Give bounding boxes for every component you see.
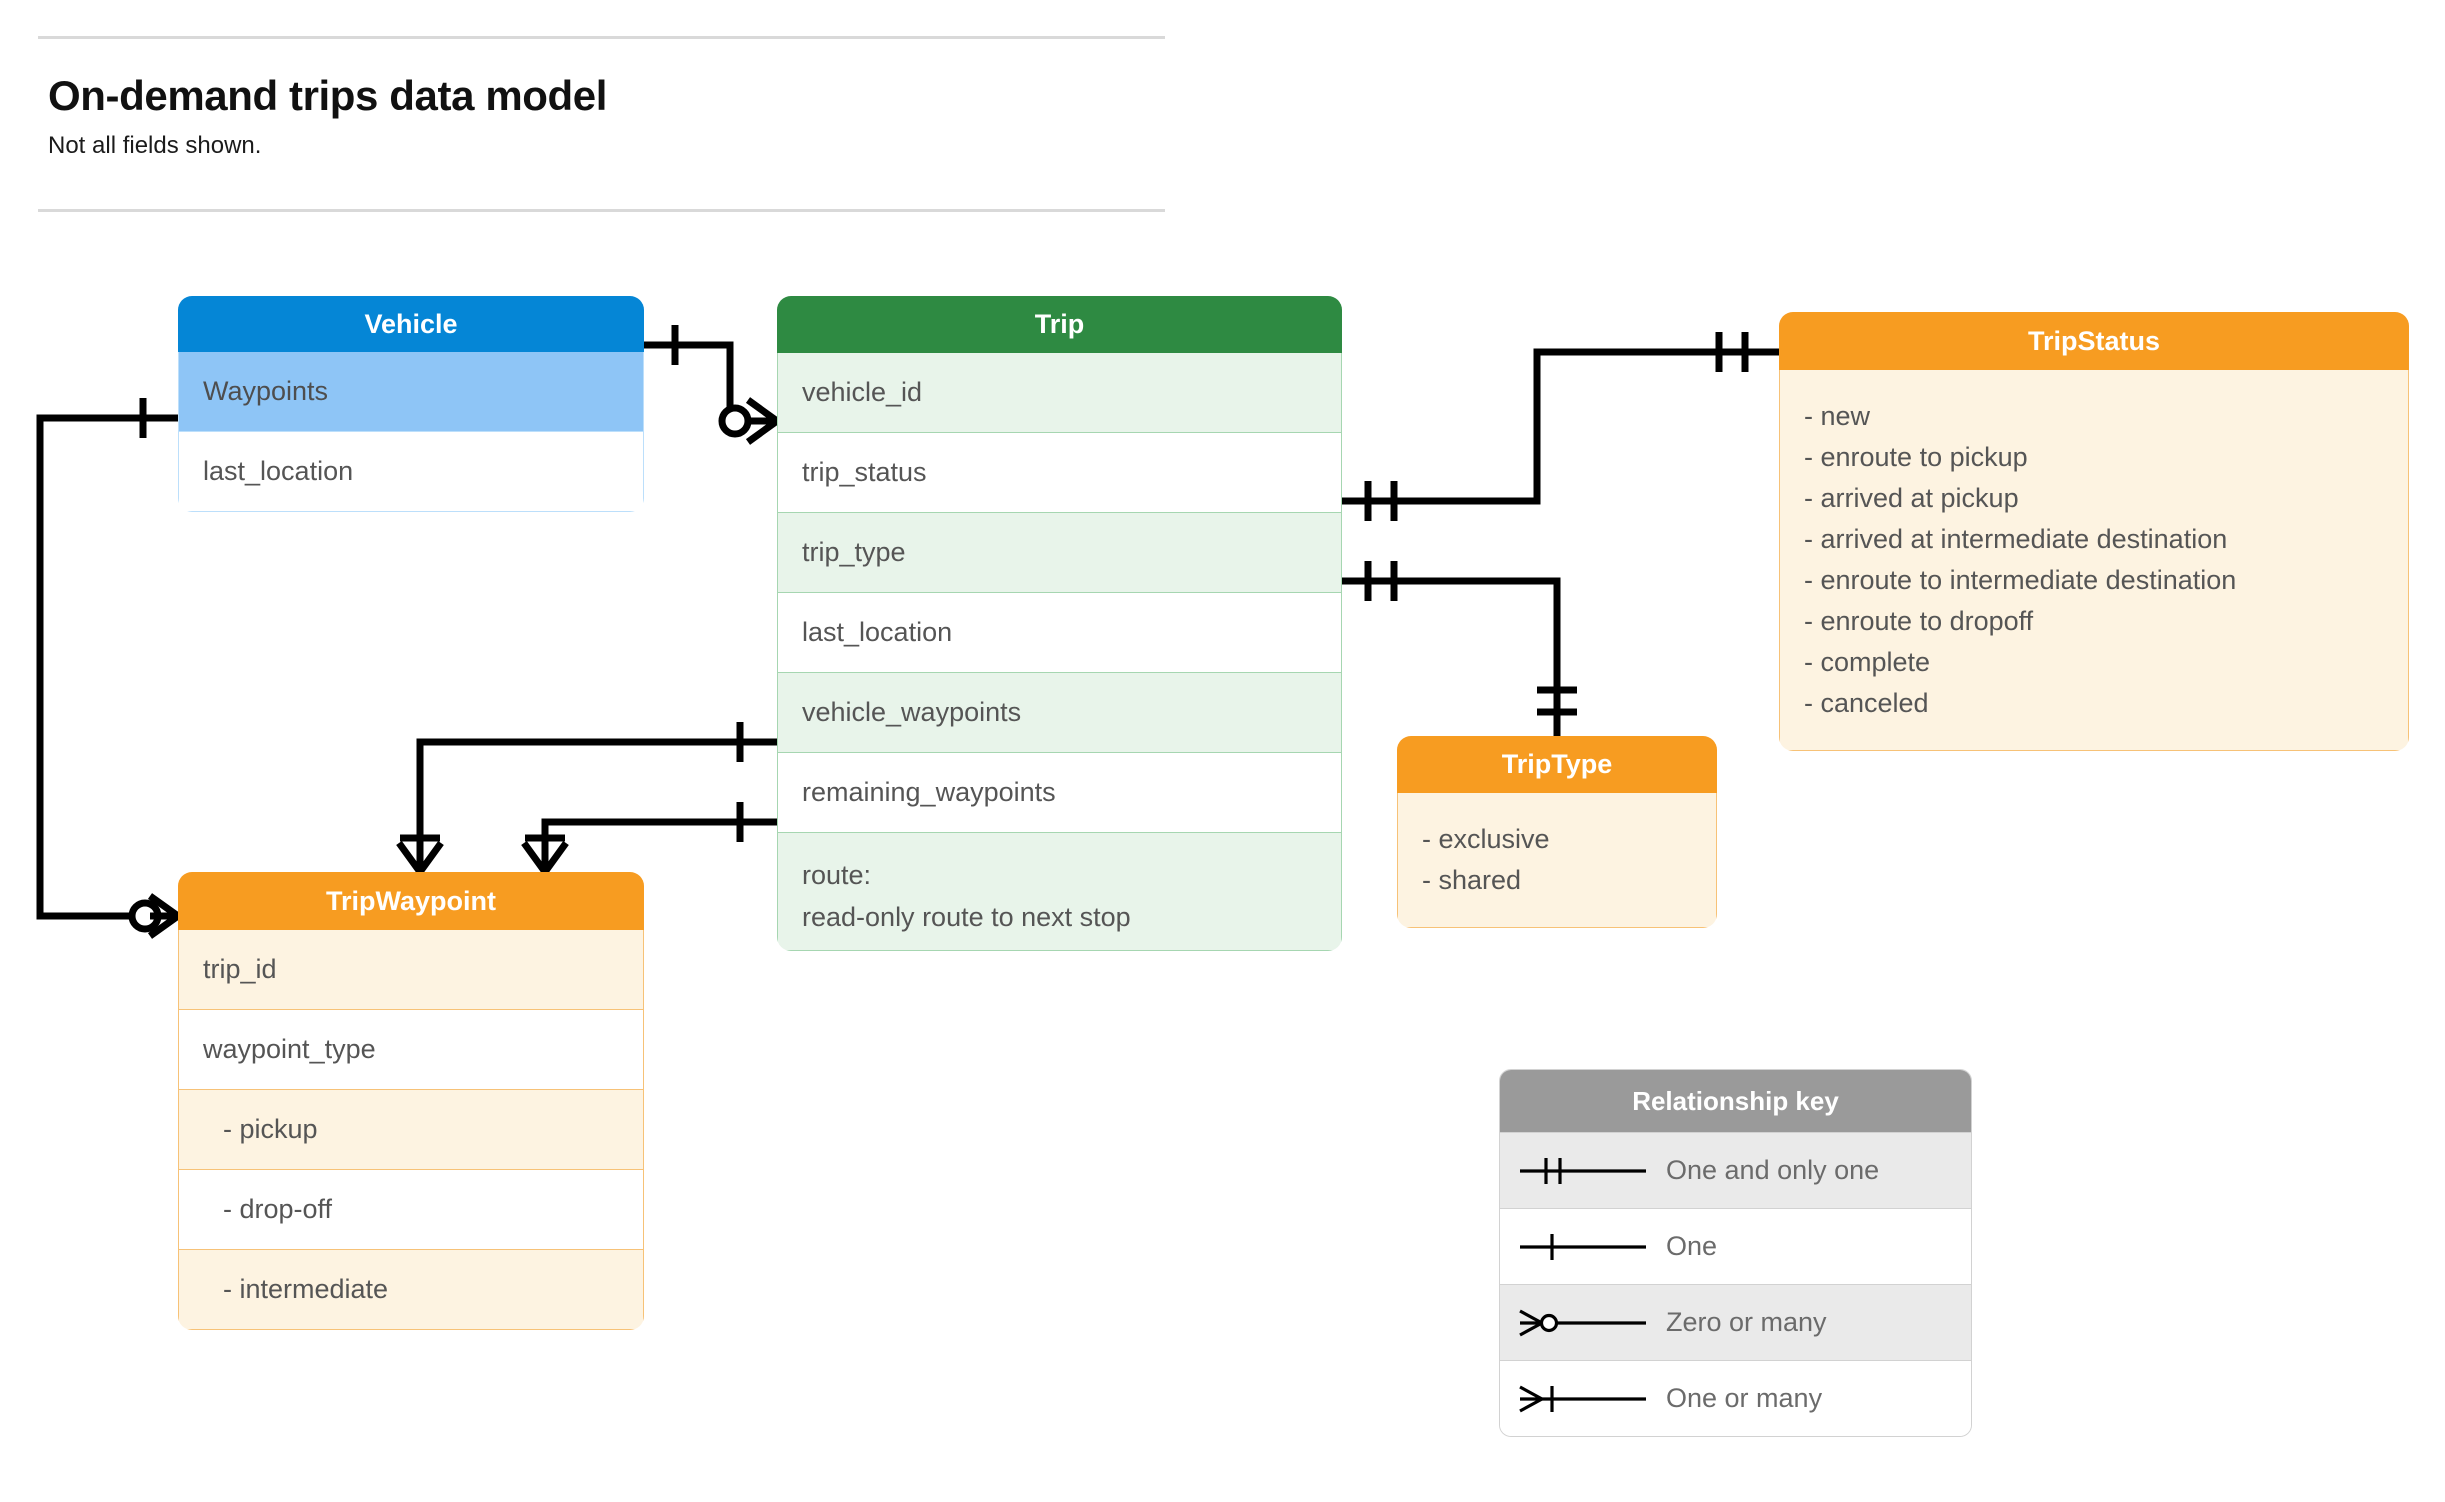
entity-tripwaypoint-title: TripWaypoint [178, 872, 644, 930]
wire-trip-status-to-tripstatus [1342, 348, 1779, 505]
entity-tripwaypoint-body: trip_id waypoint_type - pickup - drop-of… [178, 930, 644, 1330]
entity-vehicle[interactable]: Vehicle Waypoints last_location [178, 296, 644, 512]
field-trip-route[interactable]: route: read-only route to next stop [777, 833, 1342, 951]
tripstatus-value: - enroute to dropoff [1804, 606, 2034, 637]
tripstatus-value: - arrived at pickup [1804, 483, 2019, 514]
one-or-many-icon [1519, 1385, 1646, 1412]
relationship-key-label: One and only one [1666, 1155, 1880, 1185]
entity-vehicle-title: Vehicle [178, 296, 644, 352]
entity-trip-title: Trip [777, 296, 1342, 353]
zero-or-many-icon [1519, 1309, 1646, 1336]
field-trip-remaining-waypoints[interactable]: remaining_waypoints [777, 753, 1342, 833]
entity-tripwaypoint[interactable]: TripWaypoint trip_id waypoint_type - pic… [178, 872, 644, 1330]
field-tripwaypoint-waypoint-type[interactable]: waypoint_type [178, 1010, 644, 1090]
relationship-key-panel[interactable]: Relationship key One and only one One [1499, 1069, 1972, 1437]
field-trip-vehicle-id[interactable]: vehicle_id [777, 353, 1342, 433]
field-trip-trip-type[interactable]: trip_type [777, 513, 1342, 593]
relationship-key-label: Zero or many [1666, 1307, 1827, 1337]
relationship-key-title: Relationship key [1500, 1070, 1971, 1132]
field-trip-route-line1: route: [802, 860, 872, 890]
wire-remaining-waypoints-field [541, 818, 777, 872]
tripstatus-value: - enroute to pickup [1804, 442, 2028, 473]
field-trip-vehicle-waypoints[interactable]: vehicle_waypoints [777, 673, 1342, 753]
triptype-value: - shared [1422, 865, 1522, 896]
wire-vehicle-to-trip [644, 341, 734, 421]
tripstatus-value: - canceled [1804, 688, 1929, 719]
entity-triptype-values: - exclusive - shared [1397, 793, 1717, 929]
relationship-key-row: One [1500, 1208, 1971, 1284]
relationship-key-row: One and only one [1500, 1132, 1971, 1208]
header-divider-bottom [38, 209, 1165, 212]
wire-vehicle-waypoints-field [416, 738, 777, 872]
tripstatus-value: - arrived at intermediate destination [1804, 524, 2228, 555]
value-waypoint-dropoff: - drop-off [178, 1170, 644, 1250]
field-vehicle-waypoints[interactable]: Waypoints [178, 352, 644, 432]
entity-tripstatus-values: - new - enroute to pickup - arrived at p… [1779, 370, 2409, 752]
field-tripwaypoint-trip-id[interactable]: trip_id [178, 930, 644, 1010]
tripstatus-value: - new [1804, 401, 1871, 431]
one-icon [1520, 1233, 1646, 1260]
header-divider-top [38, 36, 1165, 39]
page-subtitle: Not all fields shown. [48, 132, 262, 159]
entity-tripstatus-title: TripStatus [1779, 312, 2409, 370]
relationship-key-row: One or many [1500, 1360, 1971, 1436]
value-waypoint-intermediate: - intermediate [178, 1250, 644, 1330]
relationship-key-label: One [1666, 1231, 1718, 1261]
entity-triptype[interactable]: TripType - exclusive - shared [1397, 736, 1717, 929]
entity-trip[interactable]: Trip vehicle_id trip_status trip_type la… [777, 296, 1342, 951]
wire-trip-type-to-triptype [1342, 577, 1561, 736]
entity-trip-body: vehicle_id trip_status trip_type last_lo… [777, 353, 1342, 951]
tripstatus-value: - enroute to intermediate destination [1804, 565, 2237, 596]
tripstatus-value: - complete [1804, 647, 1931, 678]
value-waypoint-pickup: - pickup [178, 1090, 644, 1170]
entity-tripstatus[interactable]: TripStatus - new - enroute to pickup - a… [1779, 312, 2409, 752]
entity-triptype-title: TripType [1397, 736, 1717, 793]
field-trip-trip-status[interactable]: trip_status [777, 433, 1342, 513]
relationship-key-row: Zero or many [1500, 1284, 1971, 1360]
field-trip-last-location[interactable]: last_location [777, 593, 1342, 673]
field-trip-route-line2: read-only route to next stop [802, 901, 1131, 932]
one-and-only-one-icon [1520, 1157, 1646, 1184]
relationship-key-label: One or many [1666, 1383, 1823, 1413]
entity-vehicle-body: Waypoints last_location [178, 352, 644, 512]
field-vehicle-last-location[interactable]: last_location [178, 432, 644, 512]
triptype-value: - exclusive [1422, 824, 1550, 854]
page-title: On-demand trips data model [48, 72, 607, 119]
wire-vehicle-waypoints-to-tripwaypoint [36, 414, 178, 920]
